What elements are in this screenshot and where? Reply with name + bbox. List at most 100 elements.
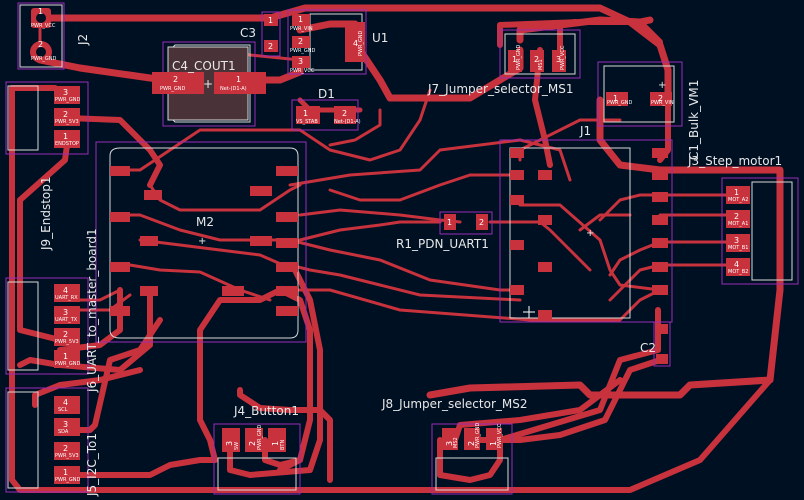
j1-driver-module[interactable]: J1 + [499, 124, 673, 323]
c1-pin2-net: PWR_VIN [651, 100, 674, 106]
j3-pin1-number: 1 [734, 188, 739, 197]
j9-pin3-number: 3 [63, 88, 68, 97]
j3-pin2-number: 2 [734, 212, 739, 221]
u1-pin1-number: 1 [298, 15, 303, 24]
j4-reference: J4_Button1 [233, 404, 299, 418]
j2-pin2-number: 2 [38, 40, 43, 49]
j2-pin1-number: 1 [38, 7, 43, 16]
c1-pin1-number: 1 [613, 94, 618, 103]
j6-pin3-net: UART_TX [55, 317, 78, 323]
j8-pin1-net: PWR_VCC [497, 423, 503, 448]
d1-pin2-number: 2 [342, 109, 347, 118]
j7-pin1-number: 1 [512, 55, 517, 64]
j5-pin4-number: 4 [63, 398, 68, 407]
j4-button-connector[interactable]: J4_Button1 3 2 1 SW PWR_GND BTN [213, 404, 301, 495]
c3-pin1-number: 1 [268, 16, 273, 25]
svg-text:+: + [203, 77, 213, 91]
j8-pin2-number: 2 [467, 441, 476, 446]
c4-capacitor[interactable]: 2 1 PWR_GND Net-(D1-A) C4_COUT1 + [152, 41, 266, 127]
j1-reference: J1 [579, 124, 591, 138]
d1-diode[interactable]: D1 1 2 VS_STAB Net-(D1-A) [291, 87, 361, 131]
j5-pin1-net: PWR_GND [55, 477, 81, 483]
u1-pin2-net: PWR_GND [290, 48, 316, 54]
j7-pin1-net: PWR_GND [516, 44, 522, 70]
j9-pin2-number: 2 [63, 110, 68, 119]
j2-terminal[interactable]: 1 PWR_VCC 2 PWR_GND J2 [17, 2, 90, 70]
copper-traces [9, 4, 784, 493]
m2-reference: M2 [196, 215, 214, 229]
j5-pin4-net: SCL [58, 407, 68, 413]
u1-tab-net: PWR_GND [358, 30, 364, 56]
j9-pin1-net: ENDSTOP [55, 141, 79, 147]
svg-text:+: + [586, 228, 594, 239]
c1-capacitor[interactable]: 1 2 PWR_GND PWR_VIN C1_Bulk_VM1 + [597, 61, 701, 160]
c3-reference: C3 [240, 26, 256, 40]
u1-pin1-net: PWR_VIN [290, 26, 313, 32]
j7-reference: J7_Jumper_selector_MS1 [427, 82, 573, 96]
j4-pin3-net: SW [234, 442, 240, 450]
c4-pin2-net: PWR_GND [160, 86, 186, 92]
j3-pin3-number: 3 [734, 236, 739, 245]
d1-pin2-net: Net-(D1-A) [334, 119, 361, 125]
c3-capacitor[interactable]: 1 2 C3 [240, 11, 281, 57]
svg-text:+: + [658, 80, 666, 91]
m2-module[interactable]: M2 + [95, 141, 307, 343]
j7-pin2-net: MS1 [538, 59, 544, 70]
j5-pin2-net: PWR_5V3 [55, 453, 79, 459]
j3-pin2-net: MOT_A1 [728, 221, 748, 227]
u1-reference: U1 [372, 31, 388, 45]
j6-pin4-net: UART_RX [55, 295, 78, 301]
u1-pin3-number: 3 [298, 57, 303, 66]
j7-pin3-number: 3 [556, 55, 561, 64]
c1-pin1-net: PWR_GND [607, 100, 633, 106]
j9-reference: J9_Endstop1 [39, 176, 53, 251]
j9-pin3-net: PWR_GND [55, 97, 81, 103]
j5-pin3-net: SDA [58, 429, 69, 435]
r1-reference: R1_PDN_UART1 [396, 237, 489, 251]
c1-pin2-number: 2 [658, 94, 663, 103]
j6-pin2-number: 2 [63, 330, 68, 339]
u1-tab-number: 4 [353, 39, 358, 48]
j5-reference: J5_I2C_To1 [85, 433, 99, 497]
j3-pin4-number: 4 [734, 260, 739, 269]
j8-pin2-net: PWR_GND [475, 422, 481, 448]
d1-pin1-number: 1 [303, 109, 308, 118]
j9-pin1-number: 1 [63, 132, 68, 141]
j9-endstop-connector[interactable]: 3 2 1 PWR_GND PWR_5V3 ENDSTOP J9_Endstop… [5, 81, 89, 251]
u1-regulator[interactable]: 1 2 3 4 PWR_VIN PWR_GND PWR_VCC PWR_GND … [287, 9, 388, 75]
svg-text:+: + [198, 236, 206, 247]
c2-capacitor[interactable]: C2 [640, 321, 671, 367]
c4-pin1-net: Net-(D1-A) [220, 86, 247, 92]
d1-pin1-net: VS_STAB [296, 119, 318, 125]
j4-pin1-net: BTN [280, 440, 286, 450]
u1-pin3-net: PWR_VCC [290, 68, 315, 74]
j8-pin3-number: 3 [445, 441, 454, 446]
j4-pin2-net: PWR_GND [257, 424, 263, 450]
j3-motor-connector[interactable]: J3_Step_motor1 1 2 3 4 MOT_A2 MOT_A1 MOT… [687, 154, 799, 285]
j6-pin3-number: 3 [63, 308, 68, 317]
r1-resistor[interactable]: 1 2 R1_PDN_UART1 [396, 211, 493, 251]
j8-pin3-net: MS2 [453, 437, 459, 448]
j3-pin3-net: MOT_B1 [728, 245, 748, 251]
j8-reference: J8_Jumper_selector_MS2 [381, 397, 527, 411]
j6-pin4-number: 4 [63, 286, 68, 295]
j8-jumper[interactable]: J8_Jumper_selector_MS2 3 2 1 MS2 PWR_GND… [381, 397, 527, 495]
j5-i2c-connector[interactable]: 4 3 2 1 SCL SDA PWR_5V3 PWR_GND J5_I2C_T… [5, 387, 99, 497]
j6-pin2-net: PWR_5V3 [55, 339, 79, 345]
j7-jumper[interactable]: 1 2 3 PWR_GND MS1 PWR_VCC J7_Jumper_sele… [427, 29, 581, 96]
j2-pin2-net: PWR_GND [31, 56, 57, 62]
c1-reference: C1_Bulk_VM1 [687, 80, 701, 160]
j9-pin2-net: PWR_5V3 [55, 119, 79, 125]
j3-pin1-net: MOT_A2 [728, 197, 748, 203]
j4-pin2-number: 2 [248, 441, 257, 446]
j3-reference: J3_Step_motor1 [687, 154, 782, 168]
j6-reference: J6_UART_to_master_board1 [85, 228, 99, 393]
c3-pin2-number: 2 [268, 42, 273, 51]
j4-pin1-number: 1 [271, 441, 280, 446]
j6-pin1-net: PWR_GND [55, 361, 81, 367]
r1-pin2-number: 2 [479, 218, 484, 227]
j6-pin1-number: 1 [63, 352, 68, 361]
j7-pin2-number: 2 [534, 55, 539, 64]
j6-uart-connector[interactable]: 4 3 2 1 UART_RX UART_TX PWR_5V3 PWR_GND … [5, 228, 99, 393]
